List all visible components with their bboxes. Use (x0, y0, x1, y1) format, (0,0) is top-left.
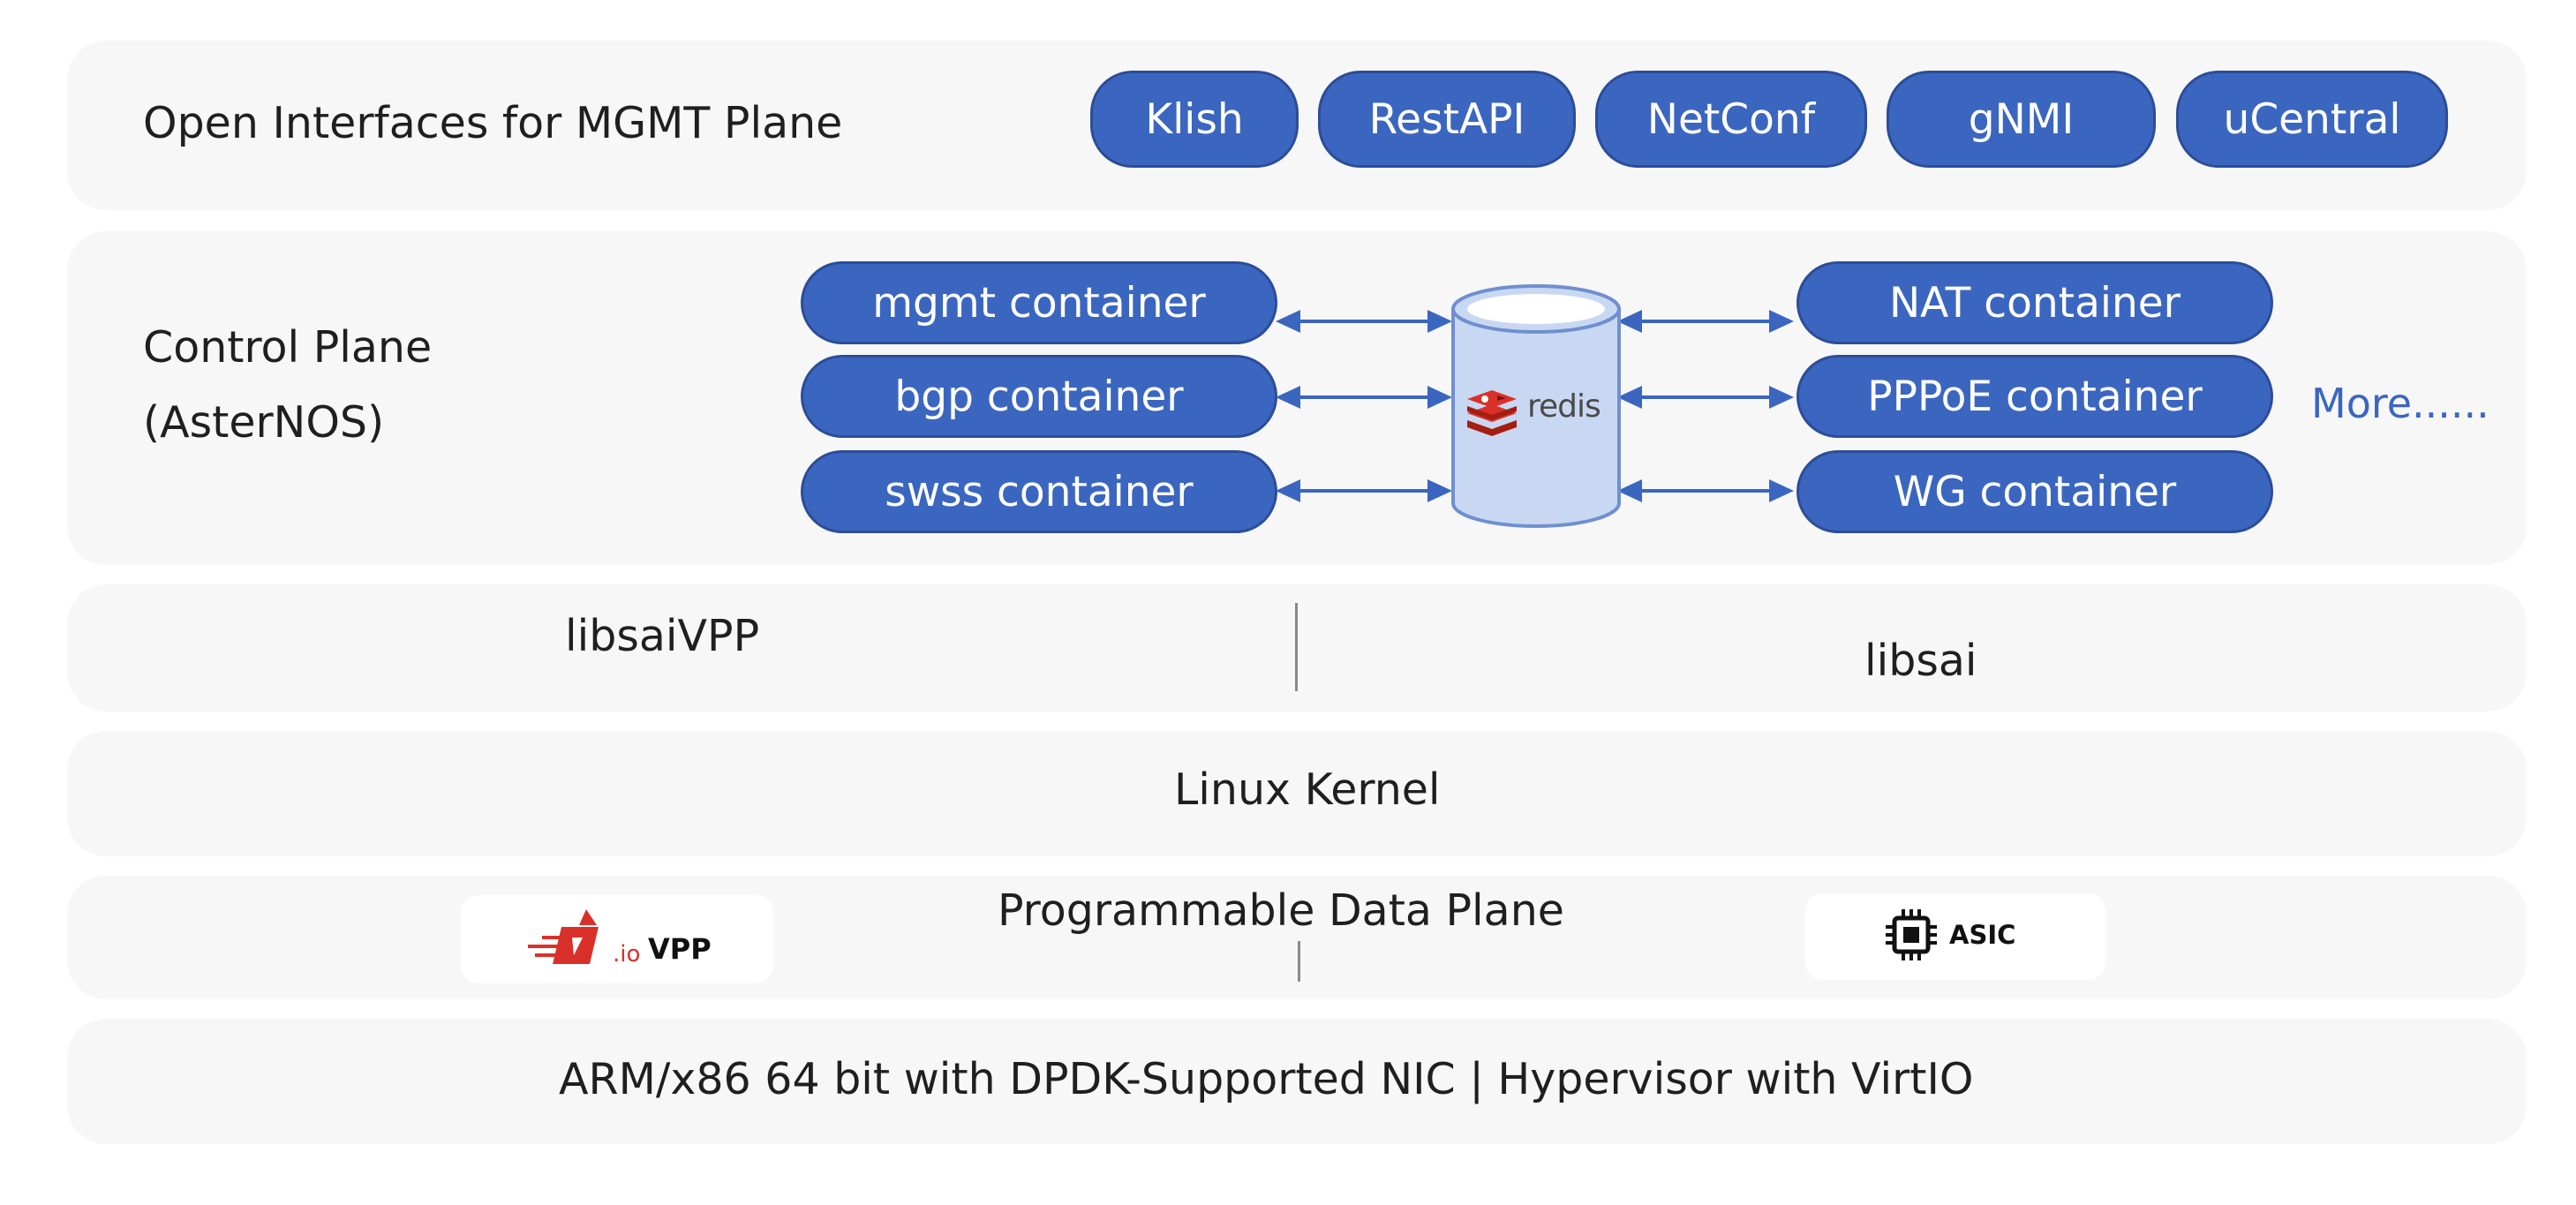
nat-container: NAT container (1796, 261, 2273, 344)
vpp-io-label: .io (613, 941, 641, 968)
arrow-swss-redis (1276, 479, 1452, 502)
mgmt-plane-title: Open Interfaces for MGMT Plane (143, 98, 843, 148)
more-label: More...... (2311, 380, 2489, 427)
arrow-mgmt-redis (1276, 310, 1452, 333)
arrow-redis-wg (1617, 479, 1794, 502)
redis-database-icon (1451, 284, 1621, 528)
asic-label: ASIC (1949, 920, 2016, 950)
libsaivpp-label: libsaiVPP (565, 611, 760, 661)
hardware-title: ARM/x86 64 bit with DPDK-Supported NIC |… (559, 1054, 1974, 1104)
interface-restapi: RestAPI (1318, 71, 1576, 168)
data-plane-title: Programmable Data Plane (998, 885, 1564, 936)
libsai-label: libsai (1864, 636, 1977, 686)
mgmt-container: mgmt container (801, 261, 1277, 344)
kernel-layer (67, 731, 2527, 856)
data-plane-divider (1298, 941, 1300, 982)
interface-klish: Klish (1090, 71, 1299, 168)
redis-label: redis (1527, 388, 1601, 425)
arrow-bgp-redis (1276, 386, 1452, 409)
control-plane-title: Control Plane (143, 322, 433, 373)
hardware-layer (67, 1019, 2527, 1144)
bgp-container: bgp container (801, 355, 1277, 438)
pppoe-container: PPPoE container (1796, 355, 2273, 438)
arrow-redis-nat (1617, 310, 1794, 333)
interface-ucentral: uCentral (2176, 71, 2448, 168)
chip-icon (1886, 909, 1937, 960)
control-plane-subtitle: (AsterNOS) (143, 397, 385, 448)
vpp-label: VPP (648, 932, 712, 966)
swss-container: swss container (801, 450, 1277, 533)
interface-netconf: NetConf (1595, 71, 1867, 168)
kernel-title: Linux Kernel (1174, 764, 1441, 815)
asic-logo-card (1805, 893, 2105, 980)
vpp-logo-icon (528, 909, 599, 964)
sai-divider (1295, 603, 1298, 691)
interface-gnmi: gNMI (1887, 71, 2156, 168)
arrow-redis-pppoe (1617, 386, 1794, 409)
vpp-logo-card (461, 895, 773, 983)
wg-container: WG container (1796, 450, 2273, 533)
redis-logo-icon (1467, 390, 1517, 436)
